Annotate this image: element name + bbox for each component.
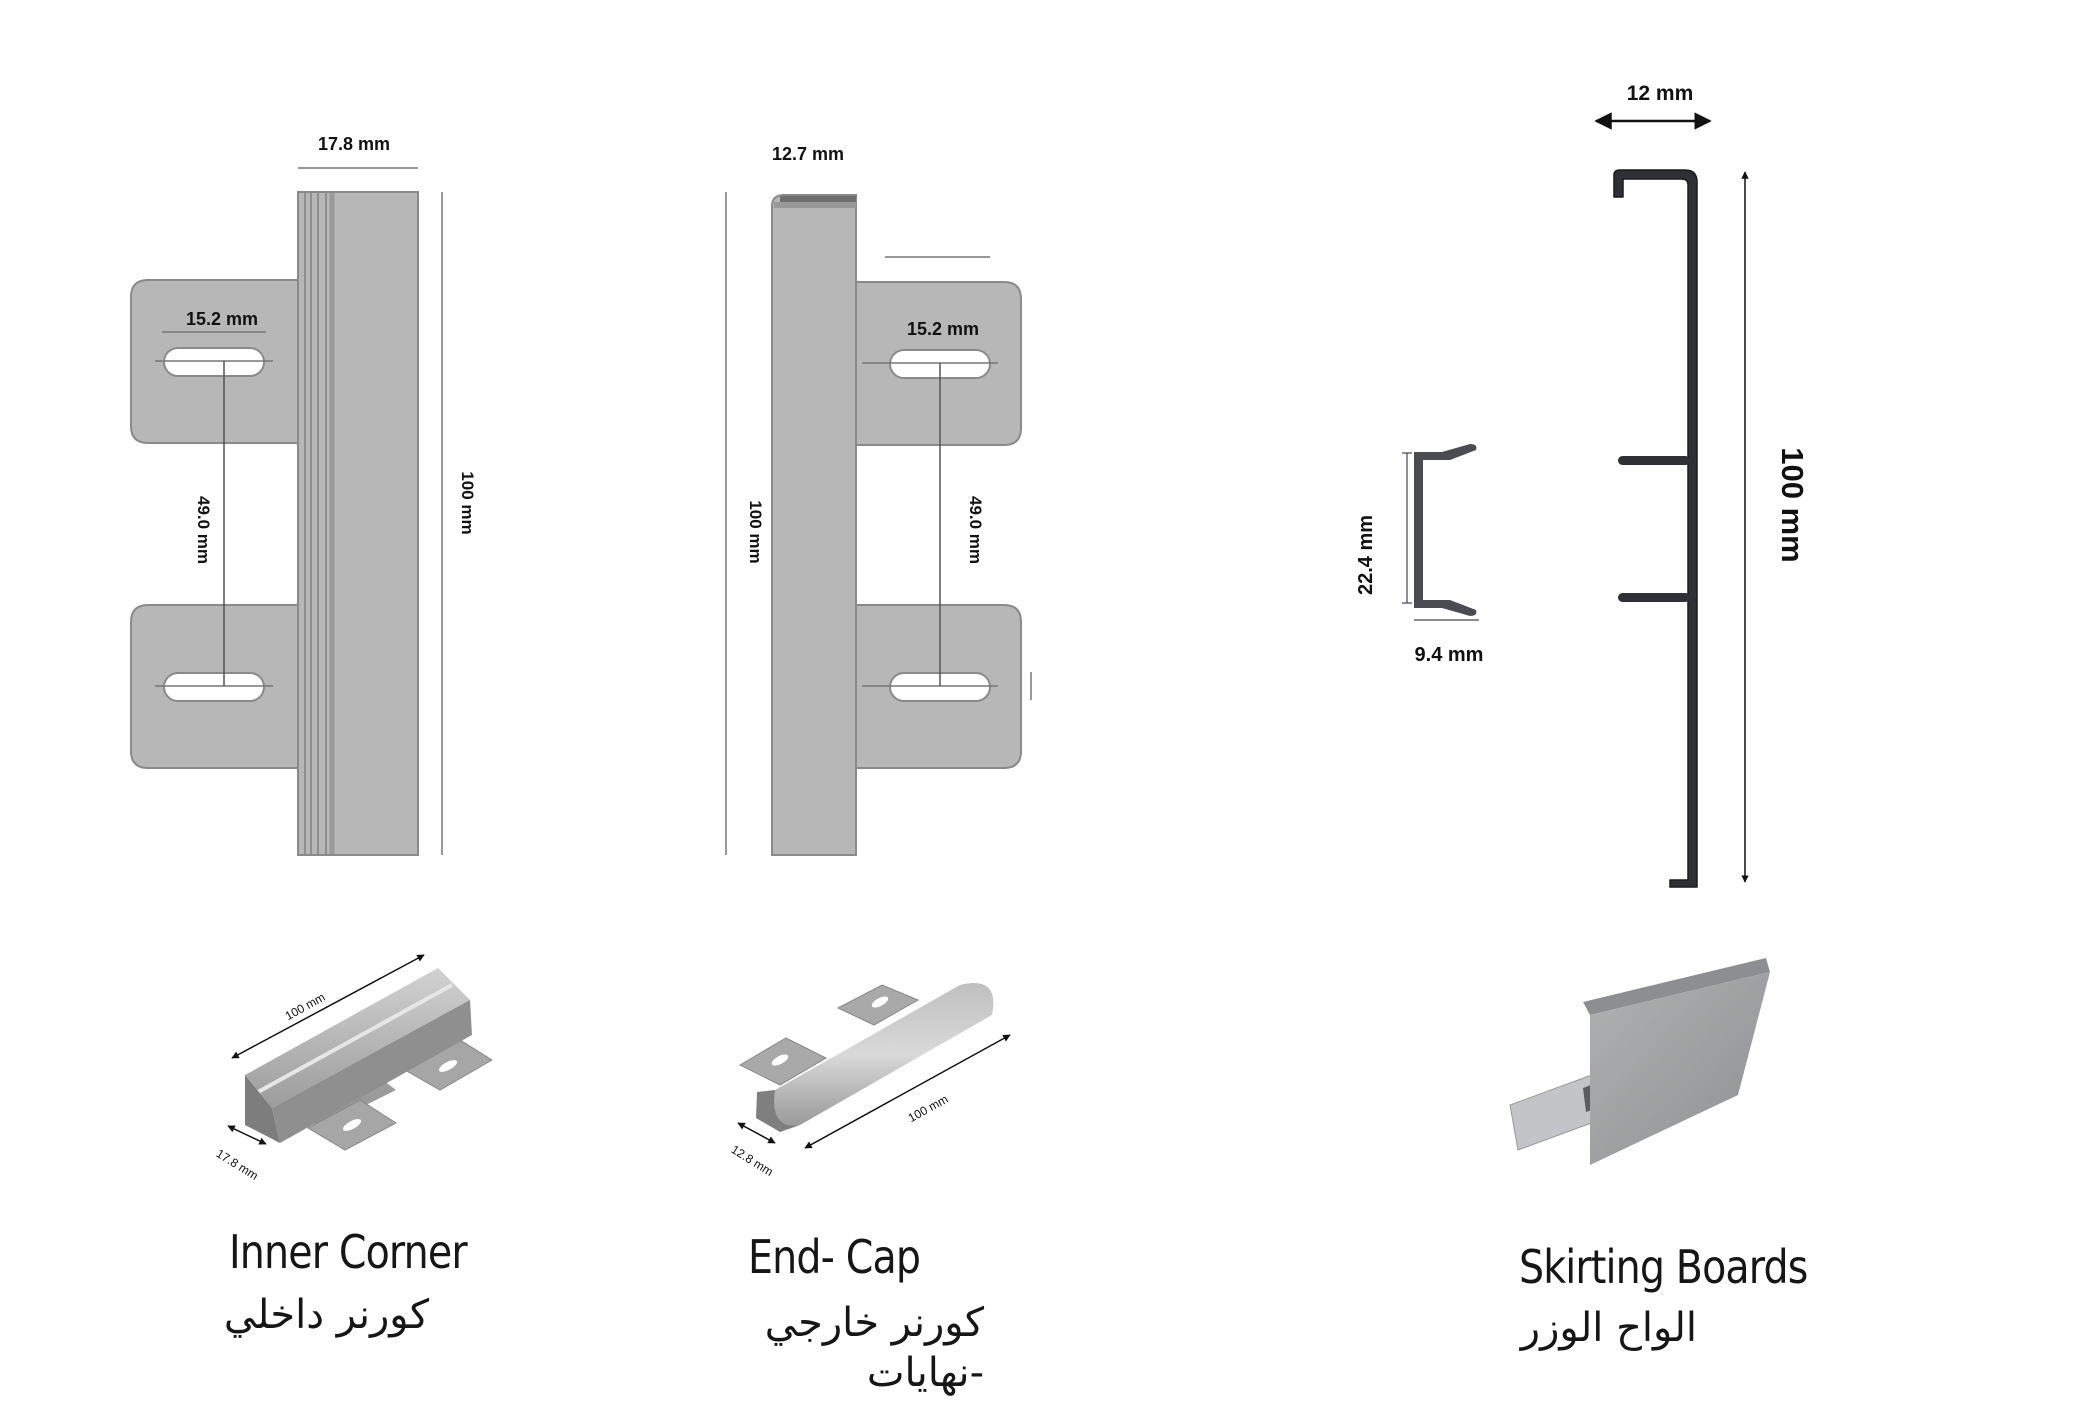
inner-corner-length-label: 100 mm bbox=[458, 471, 477, 534]
end-cap-strip bbox=[771, 194, 857, 856]
inner-corner-title: Inner Corner bbox=[229, 1225, 468, 1279]
clip-height-label: 22.4 mm bbox=[1355, 515, 1377, 595]
iso-width-arrow bbox=[737, 1122, 776, 1144]
slot-bottom bbox=[163, 672, 265, 702]
inner-corner-width-label: 17.8 mm bbox=[318, 134, 390, 154]
skirting-width-label: 12 mm bbox=[1627, 82, 1694, 105]
end-cap-isometric: 100 mm 12.8 mm bbox=[729, 983, 1011, 1179]
clip-width-label: 9.4 mm bbox=[1415, 644, 1484, 666]
end-cap-rounded-edge bbox=[780, 196, 856, 202]
inner-corner-spacing-label: 49.0 mm bbox=[194, 496, 213, 564]
end-cap-title: End- Cap bbox=[748, 1230, 921, 1284]
skirting-fin-lower bbox=[1618, 593, 1690, 602]
iso-length-arrow bbox=[804, 1034, 1011, 1149]
skirting-clip bbox=[1414, 444, 1477, 616]
iso-board-face bbox=[1590, 972, 1770, 1165]
end-cap-front-view: 12.7 mm 15.2 mm 100 mm 49.0 mm bbox=[725, 144, 1032, 856]
end-cap-title-ar-line1: كورنر خارجي bbox=[764, 1300, 984, 1346]
skirting-title: Skirting Boards bbox=[1519, 1240, 1808, 1294]
skirting-fin-upper bbox=[1618, 456, 1690, 465]
inner-corner-title-ar: كورنر داخلي bbox=[223, 1292, 429, 1338]
inner-corner-front-view: 17.8 mm 15.2 mm 49.0 mm 100 mm bbox=[130, 134, 477, 856]
end-cap-slot-label: 15.2 mm bbox=[907, 319, 979, 339]
inner-corner-grooves bbox=[304, 193, 335, 854]
end-cap-edge-shade bbox=[774, 202, 856, 208]
iso-width-label: 12.8 mm bbox=[729, 1142, 776, 1179]
end-cap-spacing-label: 49.0 mm bbox=[966, 496, 985, 564]
skirting-title-ar: الواح الوزر bbox=[1520, 1305, 1697, 1351]
iso-length-arrow bbox=[231, 954, 425, 1059]
end-cap-length-label: 100 mm bbox=[746, 500, 765, 563]
inner-corner-slot-label: 15.2 mm bbox=[186, 309, 258, 329]
iso-length-label: 100 mm bbox=[906, 1092, 951, 1125]
end-cap-width-label: 12.7 mm bbox=[772, 144, 844, 164]
iso-width-label: 17.8 mm bbox=[214, 1146, 261, 1183]
iso-width-arrow bbox=[227, 1125, 267, 1145]
skirting-profile bbox=[1613, 169, 1698, 888]
skirting-profile-view: 12 mm 100 mm 22.4 mm 9.4 mm bbox=[1355, 82, 1810, 888]
iso-board-top-lip bbox=[1583, 958, 1770, 1015]
inner-corner-strip bbox=[297, 191, 419, 856]
slot-top bbox=[163, 347, 265, 377]
skirting-height-label: 100 mm bbox=[1775, 447, 1810, 562]
iso-strip-end bbox=[756, 1090, 800, 1132]
skirting-isometric bbox=[1509, 958, 1770, 1165]
end-cap-title-ar-line2: -نهايات bbox=[866, 1350, 984, 1396]
inner-corner-isometric: 100 mm 17.8 mm bbox=[214, 954, 493, 1183]
